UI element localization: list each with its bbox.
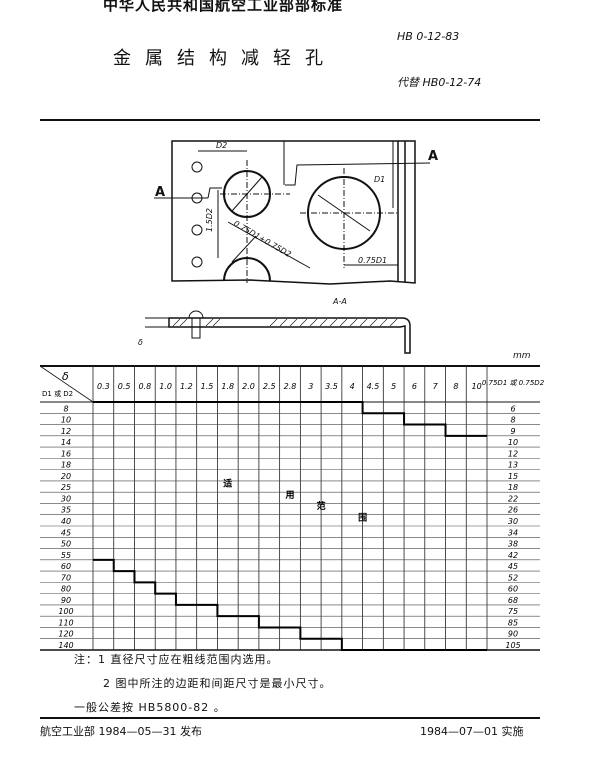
spacing-cell: 38 <box>508 540 518 549</box>
diameter-cell: 10 <box>61 416 71 425</box>
diameter-cell: 8 <box>63 404 68 413</box>
diameter-cell: 35 <box>61 506 71 515</box>
region-label: 用 <box>284 490 294 501</box>
diameter-cell: 90 <box>61 596 71 605</box>
spacing-cell: 10 <box>508 438 518 447</box>
diameter-cell: 100 <box>58 607 73 616</box>
diameter-cell: 45 <box>61 528 71 537</box>
diameter-cell: 40 <box>61 517 71 526</box>
spacing-cell: 22 <box>508 494 518 503</box>
thickness-header: 1.2 <box>180 382 193 391</box>
spacing-cell: 18 <box>508 483 518 492</box>
thickness-header: 3.5 <box>325 382 338 391</box>
thickness-header: 0.3 <box>97 382 110 391</box>
label-0-75d1: 0.75D1 <box>358 256 387 265</box>
spacing-cell: 75 <box>508 607 518 616</box>
thickness-header: 0.8 <box>138 382 151 391</box>
plate-outline <box>171 140 416 285</box>
corner-thickness-label: δ <box>62 370 69 383</box>
note-1: 注：1 直径尺寸应在粗线范围内选用。 <box>74 653 279 666</box>
spacing-cell: 85 <box>508 618 518 627</box>
thickness-header: 2.8 <box>284 382 297 391</box>
spacing-cell: 105 <box>505 641 520 650</box>
label-thickness: δ <box>138 338 143 347</box>
thickness-header: 6 <box>412 382 417 391</box>
label-d2: D2 <box>216 141 227 150</box>
spacing-cell: 8 <box>510 416 515 425</box>
spacing-cell: 60 <box>508 585 518 594</box>
thickness-header: 1.5 <box>201 382 214 391</box>
spacing-cell: 42 <box>508 551 518 560</box>
label-1-5d2: 1.5D2 <box>205 208 214 232</box>
spacing-cell: 34 <box>508 528 518 537</box>
thickness-header: 2.0 <box>242 382 255 391</box>
spacing-cell: 9 <box>510 427 515 436</box>
diameter-cell: 120 <box>58 630 73 639</box>
spacing-cell: 13 <box>508 461 518 470</box>
diameter-cell: 140 <box>58 641 73 650</box>
issue-date: 航空工业部 1984—05—31 发布 <box>40 725 202 738</box>
thickness-header: 4.5 <box>367 382 380 391</box>
note-tolerance: 一般公差按 HB5800-82 。 <box>74 701 226 714</box>
applicable-region-top-boundary <box>93 401 487 437</box>
replaces-standard: 代替 HB0-12-74 <box>397 76 482 89</box>
spacing-cell: 45 <box>508 562 518 571</box>
diameter-cell: 110 <box>58 618 73 627</box>
diameter-cell: 55 <box>61 551 71 560</box>
standard-number: HB 0-12-83 <box>397 30 460 43</box>
thickness-header: 1.8 <box>221 382 234 391</box>
thickness-header: 3 <box>308 382 313 391</box>
document-title: 金属结构减轻孔 <box>113 48 337 69</box>
spacing-cell: 26 <box>508 506 518 515</box>
region-label: 范 <box>317 500 326 512</box>
thickness-header: 4 <box>350 382 355 391</box>
spacing-cell: 12 <box>508 449 518 458</box>
spacing-cell: 30 <box>508 517 518 526</box>
diameter-cell: 20 <box>61 472 71 481</box>
small-hole <box>223 257 271 282</box>
note-2: 2 图中所注的边距和间距尺寸是最小尺寸。 <box>103 677 332 690</box>
region-label: 围 <box>358 512 367 523</box>
section-title: A-A <box>332 297 347 306</box>
thickness-header: 2.5 <box>263 382 276 391</box>
effective-date: 1984—07—01 实施 <box>420 725 524 738</box>
thickness-header: 5 <box>391 382 396 391</box>
spacing-cell: 52 <box>508 573 518 582</box>
unit-label: mm <box>513 351 531 361</box>
diameter-cell: 60 <box>61 562 71 571</box>
diameter-cell: 30 <box>61 494 71 503</box>
spacing-cell: 15 <box>508 472 518 481</box>
thickness-header: 0.5 <box>118 382 131 391</box>
applicable-region-bottom-boundary <box>93 558 487 651</box>
section-mark-left: A <box>155 185 165 200</box>
diameter-table: δ D1 或 D2 0.3 0.5 0.8 1.0 1.2 1.5 1.8 2.0 2.5 2.8 3 3… <box>39 365 545 651</box>
region-label: 适 <box>223 478 232 490</box>
diameter-cell: 16 <box>61 449 71 458</box>
section-profile <box>168 317 411 354</box>
corner-diagonal <box>39 365 94 403</box>
diameter-cell: 14 <box>61 438 71 447</box>
corner-diameter-label: D1 或 D2 <box>42 389 73 398</box>
thickness-header: 1.0 <box>159 382 172 391</box>
technical-drawing: D2 D1 1.5D2 0.75D1+0.75D2 0.75D1 A-A δ A… <box>138 140 438 354</box>
thickness-header: 7 <box>433 382 439 391</box>
diameter-cell: 18 <box>61 461 71 470</box>
spacing-header: 0.75D1 或 0.75D2 <box>482 379 545 387</box>
section-mark-right: A <box>428 149 438 164</box>
diameter-cell: 50 <box>61 540 71 549</box>
thickness-header: 8 <box>453 382 458 391</box>
spacing-cell: 90 <box>508 630 518 639</box>
diameter-cell: 80 <box>61 585 71 594</box>
diameter-cell: 70 <box>61 573 71 582</box>
label-d1: D1 <box>374 175 385 184</box>
thickness-header: 10 <box>472 382 482 391</box>
footer-divider <box>40 717 540 719</box>
organization-heading: 中华人民共和国航空工业部部标准 <box>103 0 344 14</box>
spacing-cell: 6 <box>510 404 515 413</box>
diameter-cell: 12 <box>61 427 71 436</box>
spacing-cell: 68 <box>508 596 518 605</box>
header-divider <box>40 119 540 121</box>
diameter-cell: 25 <box>61 483 71 492</box>
